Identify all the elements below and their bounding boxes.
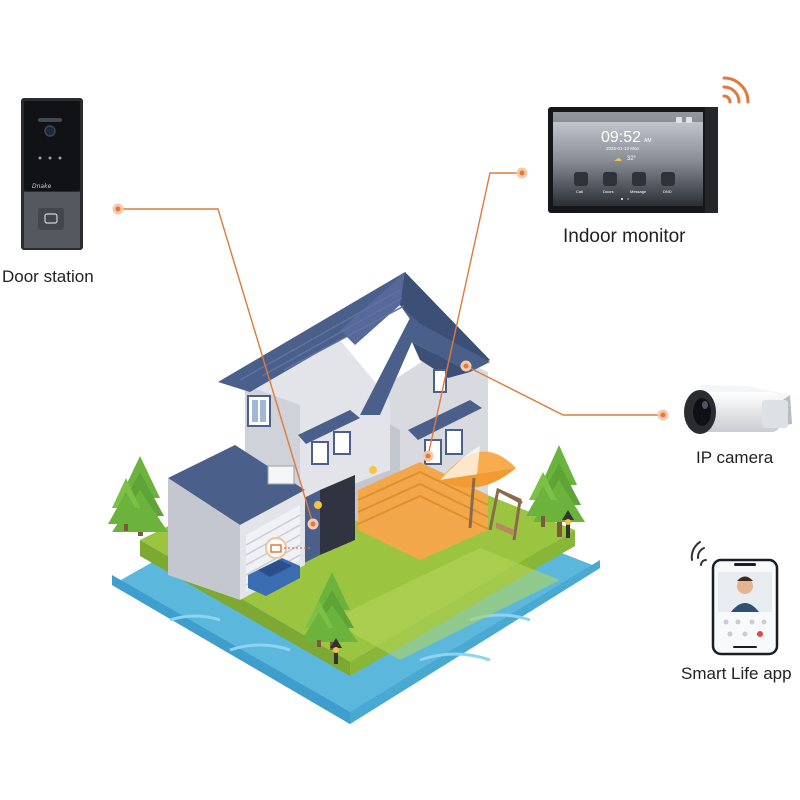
connector-ip-camera bbox=[465, 365, 663, 416]
connector-dot-ip-camera bbox=[657, 409, 669, 421]
monitor-app-message-label: Message bbox=[630, 189, 647, 194]
monitor-weather-icon: ☁ bbox=[614, 154, 622, 163]
door-station-brand: Dnake bbox=[32, 183, 52, 190]
connector-dot-ip-camera-house bbox=[460, 360, 472, 372]
connector-indoor-monitor bbox=[427, 172, 522, 457]
smartphone-device bbox=[711, 558, 779, 656]
door-station-device: Dnake bbox=[21, 98, 83, 250]
connector-dot-door-station-house bbox=[307, 518, 319, 530]
smart-life-app-label: Smart Life app bbox=[681, 664, 792, 683]
garden-umbrella bbox=[440, 446, 516, 529]
monitor-date: 2025-01-13 Mon bbox=[606, 146, 640, 151]
monitor-app-call-label: Call bbox=[576, 189, 583, 194]
garden-lamp-right bbox=[562, 510, 574, 538]
ip-camera-lens bbox=[693, 398, 711, 426]
ip-camera-label: IP camera bbox=[696, 448, 774, 467]
video-caller-avatar bbox=[737, 578, 753, 594]
connector-dot-door-station bbox=[112, 203, 124, 215]
monitor-app-doors-icon bbox=[603, 172, 617, 186]
door-station-camera-lens bbox=[44, 125, 56, 137]
monitor-app-message-icon bbox=[632, 172, 646, 186]
monitor-app-doors-label: Doors bbox=[603, 189, 614, 194]
monitor-clock: 09:52 bbox=[601, 129, 641, 146]
connector-dot-indoor-monitor-house bbox=[422, 450, 434, 462]
connector-door-station bbox=[118, 208, 314, 525]
house bbox=[168, 272, 490, 600]
door-station-label: Door station bbox=[2, 267, 94, 286]
wifi-icon-monitor bbox=[722, 76, 750, 104]
garden-lamp-front bbox=[330, 638, 342, 664]
indoor-monitor-label: Indoor monitor bbox=[563, 226, 686, 247]
wifi-icon-phone bbox=[690, 541, 707, 566]
door-station-card-reader-icon bbox=[44, 213, 58, 224]
phone-hangup-icon bbox=[757, 631, 763, 637]
tree-right-small bbox=[526, 472, 560, 527]
connector-dot-indoor-monitor bbox=[516, 167, 528, 179]
tree-left-small bbox=[108, 478, 144, 531]
tree-front-small bbox=[302, 600, 336, 647]
monitor-temperature: 32° bbox=[627, 156, 637, 162]
monitor-app-call-icon bbox=[574, 172, 588, 186]
monitor-app-dnd-label: DND bbox=[663, 189, 672, 194]
monitor-ampm: AM bbox=[644, 138, 652, 144]
connector-lines bbox=[118, 172, 663, 525]
garden-swing bbox=[488, 487, 523, 541]
monitor-app-dnd-icon bbox=[661, 172, 675, 186]
ip-camera-device bbox=[684, 385, 792, 434]
indoor-monitor-device: 09:52 AM 2025-01-13 Mon ☁ 32° Call Doors… bbox=[548, 107, 718, 213]
